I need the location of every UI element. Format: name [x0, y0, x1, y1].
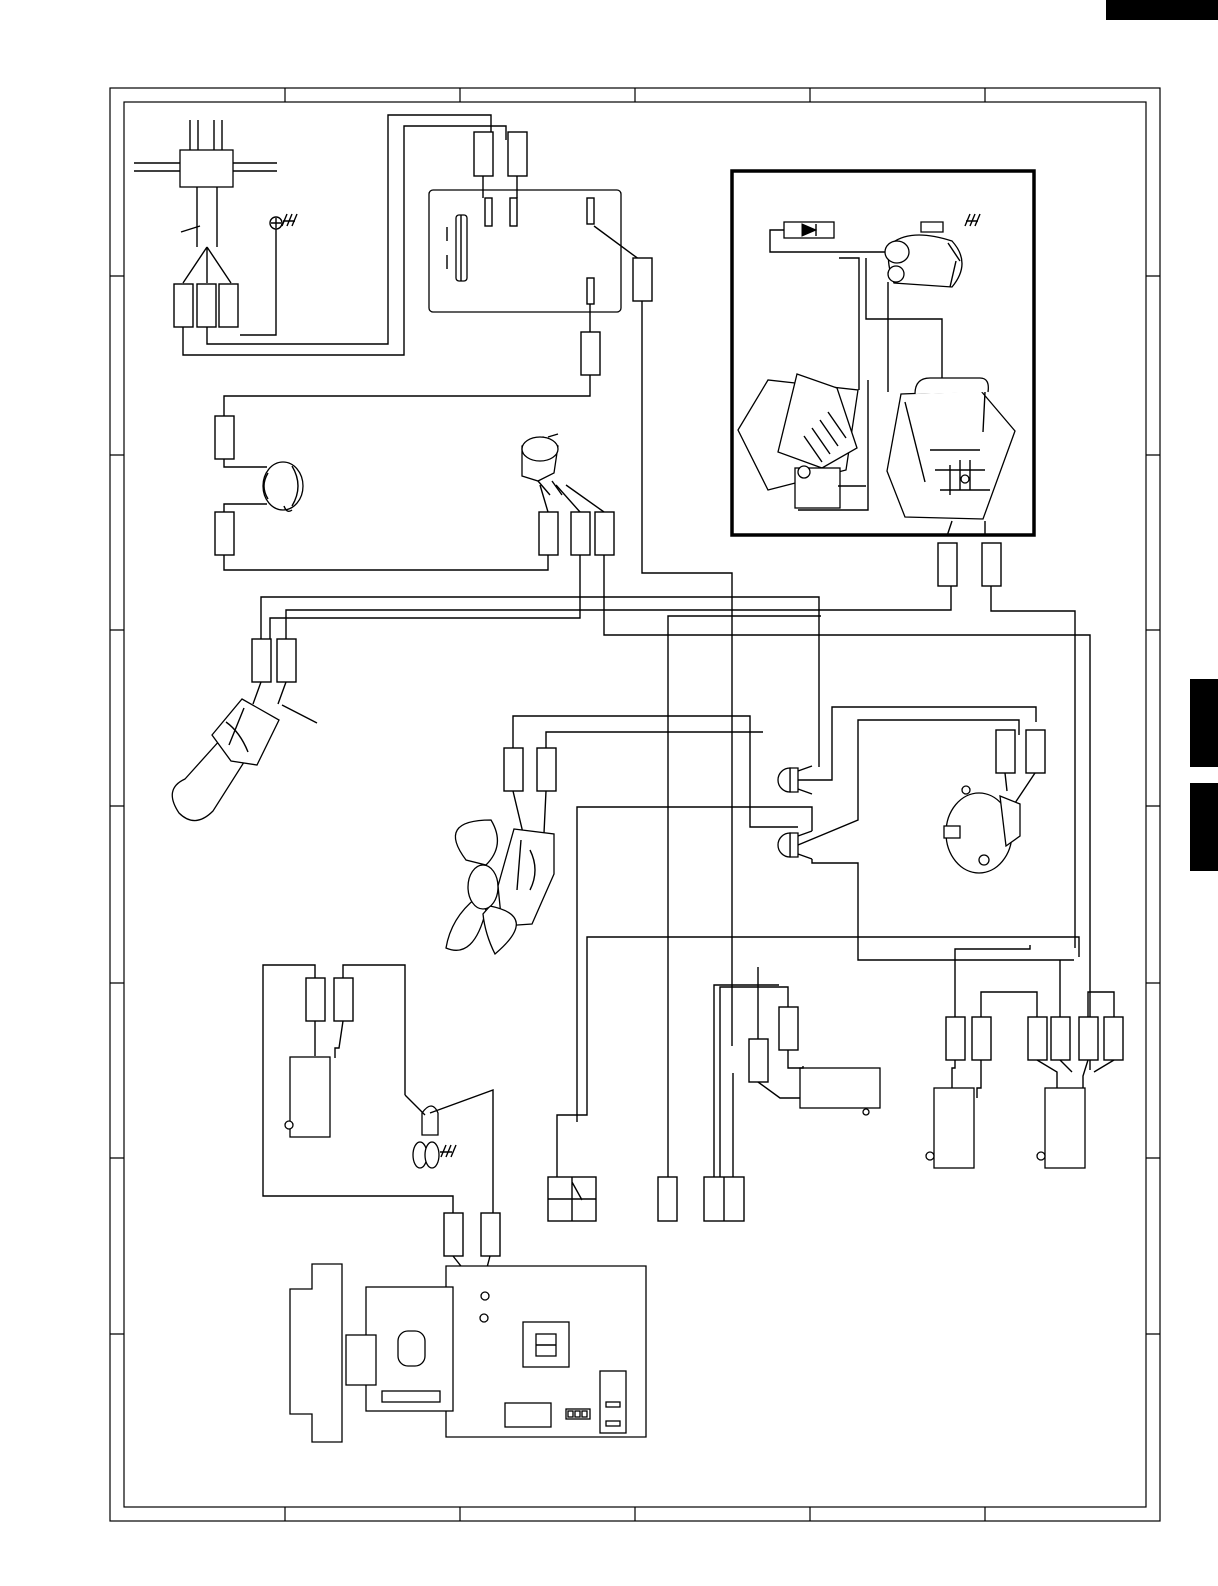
thermal-cutout: [215, 416, 548, 570]
relay: [926, 945, 1123, 1168]
hv-capacitor: [839, 214, 980, 392]
relay: [263, 965, 453, 1213]
high-voltage-circuit: [732, 171, 1034, 536]
connector: [938, 543, 957, 586]
wire: [224, 375, 590, 416]
fan-motor: [446, 716, 763, 954]
connector: [633, 258, 652, 301]
power-cord: [134, 120, 277, 283]
monitor-switch: [270, 434, 1090, 1070]
control-unit: [444, 1213, 646, 1437]
wire: [642, 301, 732, 1046]
hv-transformer: [887, 378, 1015, 519]
oven-lamp: [172, 555, 951, 821]
door-sensing-switch: [720, 967, 880, 1182]
touch-panel: [290, 1264, 453, 1442]
magnetron: [738, 374, 868, 510]
connector: [982, 543, 1001, 586]
turntable-motor: [944, 730, 1045, 873]
ground-terminal: [240, 214, 297, 335]
ground-terminal: [405, 1090, 493, 1213]
connector: [581, 332, 600, 375]
